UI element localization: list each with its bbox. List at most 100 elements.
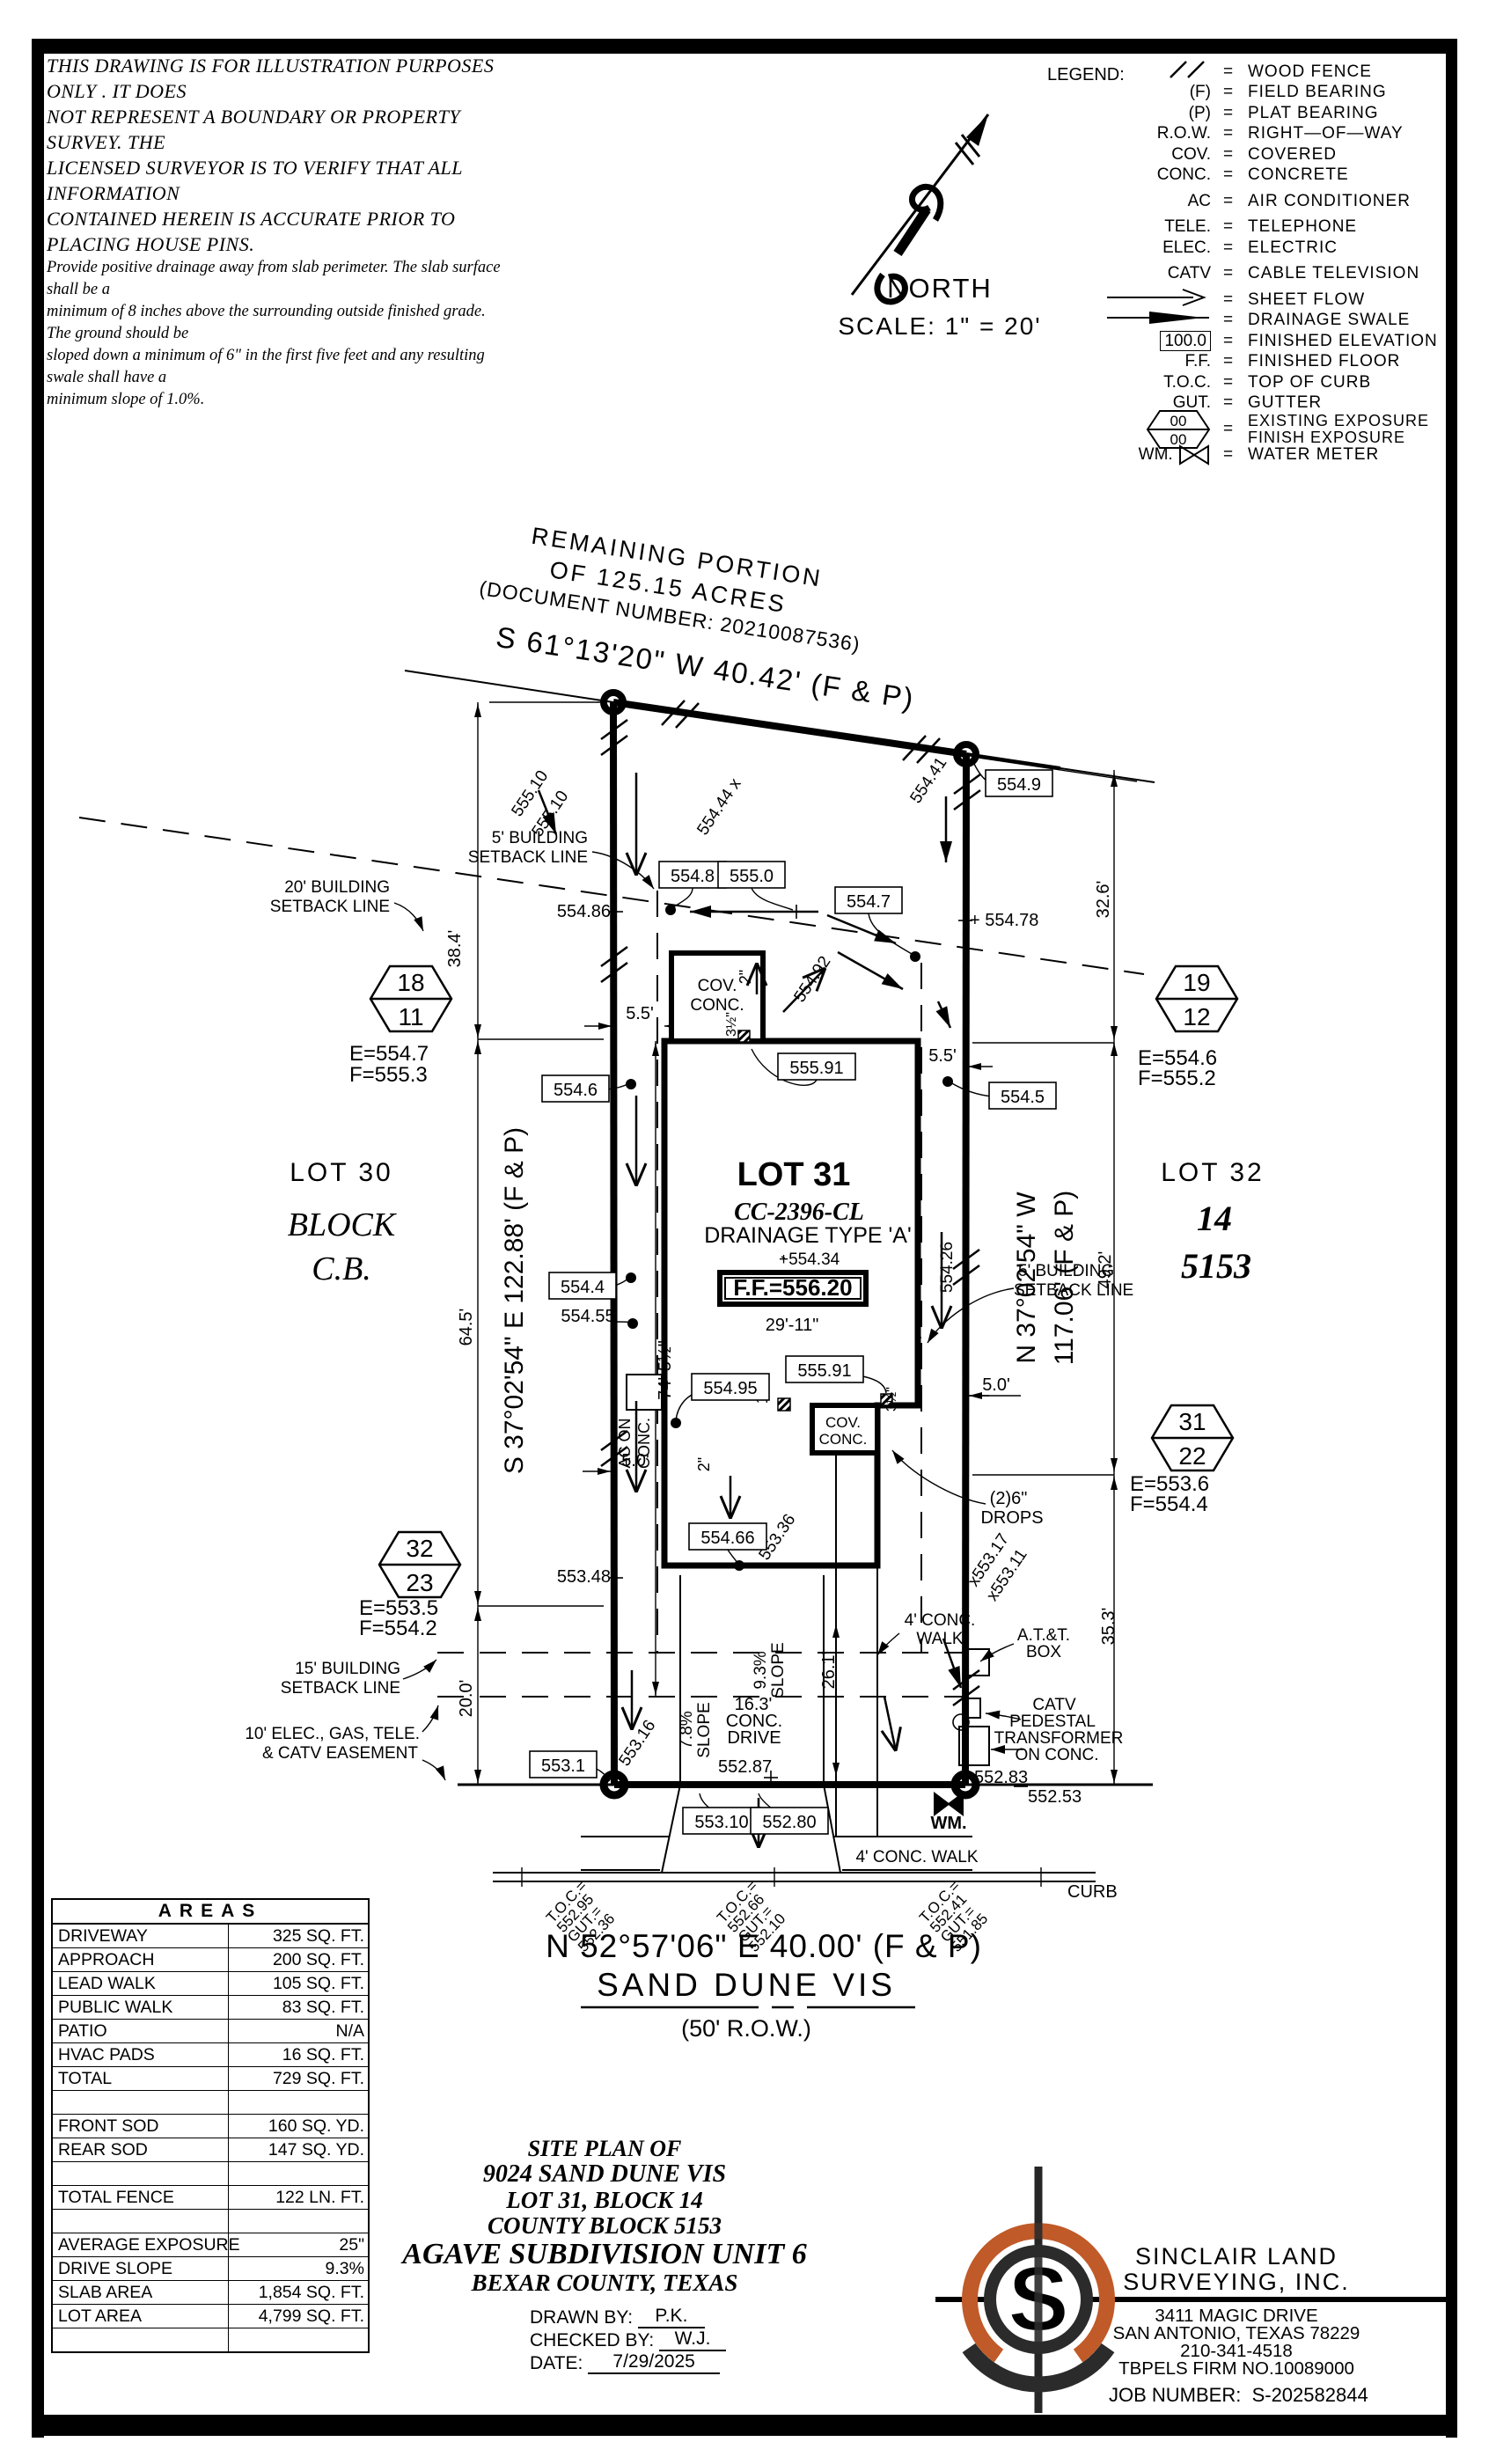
hex-top-number: 19 (1183, 969, 1210, 996)
legend-row: =WOOD FENCE (1047, 60, 1399, 84)
plan-label: (2)6" (990, 1489, 1028, 1508)
disclaimer-line: CONTAINED HEREIN IS ACCURATE PRIOR TO PL… (47, 208, 456, 255)
legend-equals: = (1223, 290, 1234, 309)
title-block-line: LOT 31, BLOCK 14 (506, 2187, 703, 2213)
title-block-line: SITE PLAN OF (527, 2136, 682, 2161)
spot-elevation-box: 554.7 (834, 886, 903, 914)
spot-elevation: 554.8 (671, 867, 715, 886)
legend-equals: = (1223, 445, 1234, 465)
legend-row: TELE.=TELEPHONE (1047, 217, 1399, 238)
plan-label: 9.3% (752, 1651, 770, 1689)
plan-label: 26.1' (819, 1652, 839, 1690)
legend-equals: = (1223, 144, 1234, 164)
plan-label: SCALE: 1" = 20' (838, 312, 1041, 340)
areas-label: TOTAL (53, 2067, 229, 2090)
plan-label: 10' ELEC., GAS, TELE. (245, 1725, 420, 1743)
hex-bottom-number: 11 (398, 1003, 423, 1030)
legend-symbol-text: AC (1047, 192, 1223, 211)
border-right (1446, 39, 1457, 2438)
legend-row: (F)=FIELD BEARING (1047, 83, 1399, 104)
plan-label: + 554.78 (970, 911, 1038, 930)
legend-equals: = (1223, 419, 1234, 438)
hex-bottom-number: 23 (406, 1569, 433, 1596)
areas-label: PATIO (53, 2020, 229, 2042)
areas-label: FRONT SOD (53, 2115, 229, 2138)
areas-row (53, 2162, 368, 2186)
spot-elevation-box: 554.9 (985, 769, 1053, 797)
spot-elevation-box: 554.66 (688, 1522, 767, 1551)
plan-label: CONC. (726, 1712, 782, 1731)
jog-hatch (737, 1030, 751, 1043)
legend-symbol-text: COV. (1171, 144, 1211, 164)
plan-label: BLOCK (288, 1206, 397, 1243)
plan-label: F=554.2 (359, 1617, 437, 1640)
plan-label: LOT 32 (1161, 1158, 1265, 1187)
legend-symbol-arrow-open (1047, 288, 1223, 312)
plan-label: 35.3' (1099, 1608, 1118, 1646)
spot-elevation-box: 554.8 (658, 861, 727, 889)
lot-boundary (404, 670, 1155, 1800)
plan-label: COV. (825, 1414, 861, 1431)
legend-equals: = (1223, 264, 1234, 283)
catv-pedestal-box (965, 1698, 981, 1719)
hex-bottom-number: 12 (1183, 1003, 1210, 1030)
legend-desc: DRAINAGE SWALE (1248, 311, 1411, 330)
areas-value: 4,799 SQ. FT. (258, 2306, 364, 2326)
legend-symbol-text: (P) (1047, 104, 1223, 123)
title-block-line: COUNTY BLOCK 5153 (487, 2212, 722, 2239)
surveyor-name-2: SURVEYING, INC. (1123, 2269, 1350, 2295)
plan-label: 3½" (724, 1012, 739, 1037)
plan-label: PEDESTAL (1009, 1712, 1096, 1731)
plan-label: NORTH (887, 273, 993, 304)
plan-label: 552.83 (974, 1768, 1028, 1787)
plan-label: F=554.4 (1130, 1492, 1208, 1516)
legend-row: R.O.W.=RIGHT—OF—WAY (1047, 124, 1403, 145)
att-box (965, 1648, 990, 1676)
job-number: JOB NUMBER: S-202582844 (1109, 2384, 1368, 2406)
areas-value: N/A (335, 2021, 364, 2041)
legend-symbol-text: CATV (1047, 264, 1223, 283)
plan-label: CONC. (690, 996, 744, 1015)
plan-label: 5' BUILDING (1018, 1262, 1114, 1280)
plan-label: E=554.7 (349, 1042, 429, 1066)
areas-value: 1,854 SQ. FT. (258, 2283, 364, 2302)
flatwork (493, 1453, 1096, 2009)
plan-label: CC-2396-CL (734, 1199, 864, 1226)
legend-symbol-text: COV. (1047, 145, 1223, 165)
legend-desc: WOOD FENCE (1248, 62, 1372, 81)
disclaimer-line: LICENSED SURVEYOR IS TO VERIFY THAT ALL … (47, 157, 463, 204)
plan-label: 38.4' (445, 930, 465, 968)
spot-elevation: 553.10 (694, 1813, 748, 1832)
legend-desc: TOP OF CURB (1248, 372, 1372, 392)
plan-label: 5153 (1181, 1246, 1251, 1286)
legend-equals: = (1223, 311, 1234, 330)
legend-desc: FINISHED FLOOR (1248, 352, 1401, 371)
plan-label: COV. (698, 977, 737, 995)
plan-label: 32.6' (1094, 881, 1113, 919)
plan-label: 5.5' (928, 1046, 957, 1066)
surveyor-address-1: 3411 MAGIC DRIVE (1155, 2306, 1318, 2326)
transformer-box (958, 1726, 990, 1766)
plan-label: WM. (930, 1814, 966, 1833)
spot-elevation-box: 555.91 (785, 1355, 864, 1383)
disclaimer-line: minimum slope of 1.0%. (47, 391, 205, 408)
areas-value: 729 SQ. FT. (272, 2069, 364, 2088)
plan-label: 20' BUILDING (284, 878, 390, 897)
legend-desc: WATER METER (1248, 445, 1380, 465)
plan-label: 117.06' (F & P) (1050, 1191, 1079, 1366)
plan-label: SLOPE (695, 1702, 714, 1757)
areas-label: DRIVEWAY (53, 1925, 229, 1947)
ff-box: F.F.=556.20 (717, 1270, 869, 1307)
legend-symbol-fence (1047, 60, 1223, 84)
legend-row: ELEC.=ELECTRIC (1047, 238, 1399, 259)
plan-label: 14 (1197, 1199, 1232, 1238)
